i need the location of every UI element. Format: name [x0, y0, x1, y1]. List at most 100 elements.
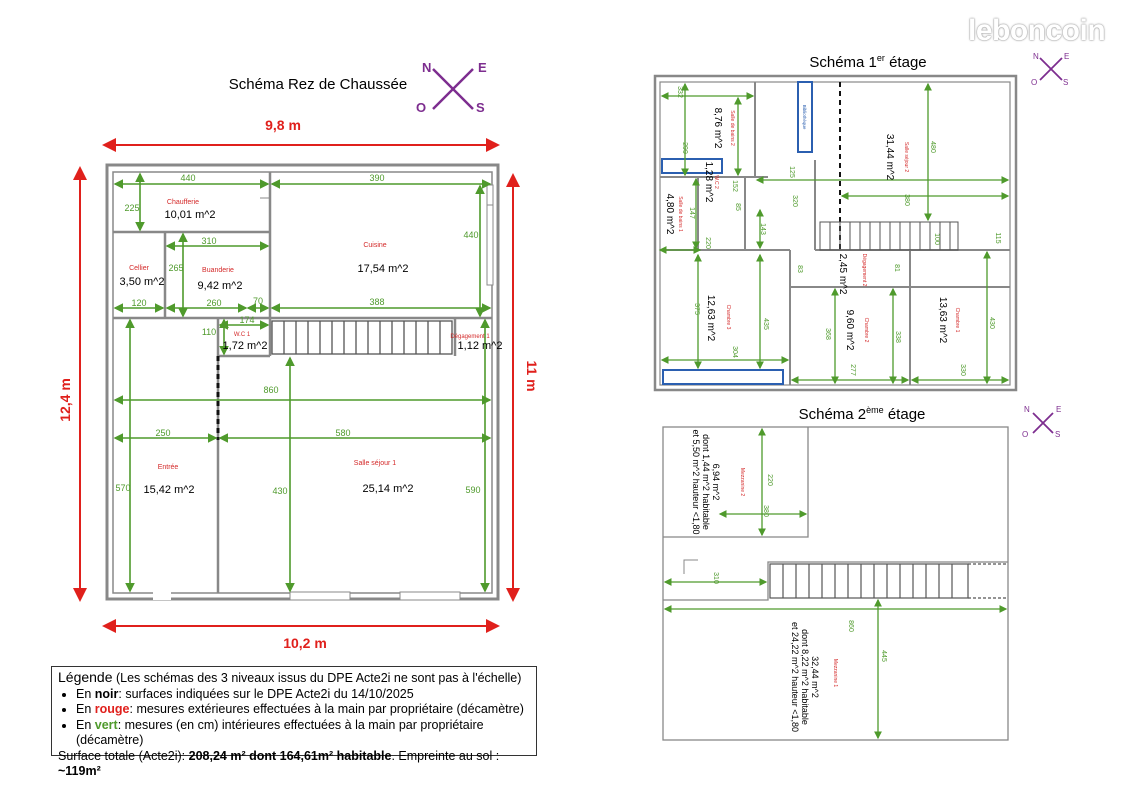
ground-exterior-dims: 9,8 m 10,2 m 12,4 m 11 m: [57, 117, 540, 651]
sdim-3: 860: [847, 620, 854, 632]
ground-staircase: [271, 320, 453, 355]
gdim-1: 390: [369, 173, 384, 183]
legend-item-green: En vert: mesures (en cm) intérieures eff…: [76, 718, 530, 749]
legend-title: Légende: [58, 669, 113, 685]
svg-text:E: E: [1056, 405, 1061, 414]
room-buanderie: Buanderie: [202, 267, 234, 274]
gdim-13: 250: [155, 428, 170, 438]
svg-text:E: E: [1064, 52, 1069, 61]
room-mezzanine1: Mezzanine 1: [832, 659, 838, 688]
first-staircase: [819, 221, 959, 251]
legend-item-black: En noir: surfaces indiquées sur le DPE A…: [76, 687, 530, 703]
svg-text:11 m: 11 m: [524, 360, 540, 391]
gdim-0: 440: [180, 173, 195, 183]
fdim-18: 368: [824, 328, 831, 340]
room-sejour2: Salle séjour 2: [903, 142, 909, 173]
gdim-10: 174: [239, 315, 254, 325]
area-chaufferie: 10,01 m^2: [164, 209, 215, 221]
ground-title: Schéma Rez de Chaussée: [229, 76, 407, 93]
svg-text:12,4 m: 12,4 m: [57, 378, 73, 422]
legend-list: En noir: surfaces indiquées sur le DPE A…: [58, 687, 530, 749]
room-degagement2: Dégagement 2: [861, 254, 867, 287]
area-sejour1: 25,14 m^2: [362, 483, 413, 495]
ground-interior-dims: [113, 172, 492, 593]
area-chambre1: 13,63 m^2: [937, 297, 948, 344]
leboncoin-logo: leboncoin: [968, 14, 1106, 47]
legend-subtitle: (Les schémas des 3 niveaux issus du DPE …: [112, 671, 522, 685]
svg-text:O: O: [1031, 78, 1037, 87]
sdim-0: 220: [766, 474, 773, 486]
gdim-3: 440: [463, 230, 478, 240]
mezz1-line0: 32,44 m^2: [810, 656, 820, 698]
gdim-6: 120: [131, 298, 146, 308]
gdim-16: 430: [272, 486, 287, 496]
svg-text:O: O: [416, 100, 426, 115]
room-sdb1: Salle de bains 1: [677, 196, 683, 232]
fdim-2: 152: [731, 180, 738, 192]
fdim-10: 115: [994, 232, 1001, 243]
second-walls: [662, 426, 1009, 741]
room-cellier: Cellier: [129, 265, 150, 272]
fdim-21: 430: [988, 317, 995, 329]
second-interior-dims: [663, 427, 1008, 740]
gdim-2: 225: [124, 203, 139, 213]
first-compass: N E O S: [1031, 52, 1069, 87]
legend-total: Surface totale (Acte2i): 208,24 m² dont …: [58, 748, 500, 779]
fdim-19: 338: [894, 331, 901, 343]
gdim-4: 310: [201, 236, 216, 246]
fdim-6: 320: [791, 195, 798, 207]
fdim-11: 143: [759, 223, 766, 235]
mezz2-line2: et 5,50 m^2 hauteur <1,80: [691, 429, 701, 534]
svg-text:S: S: [476, 100, 485, 115]
svg-text:N: N: [1033, 52, 1039, 61]
room-sdb2: Salle de bains 2: [729, 110, 735, 146]
svg-text:E: E: [478, 60, 487, 75]
area-wc2: 1,28 m^2: [703, 162, 714, 203]
mezz1-line2: et 24,22 m^2 hauteur <1,80: [790, 622, 800, 732]
mezz2-line0: 6,94 m^2: [711, 464, 721, 501]
room-chambre1: Chambre 1: [954, 308, 960, 333]
room-chaufferie: Chaufferie: [167, 199, 199, 206]
fdim-4: 147: [688, 207, 695, 219]
gdim-9: 388: [369, 297, 384, 307]
area-buanderie: 9,42 m^2: [198, 280, 243, 292]
legend-box: Légende (Les schémas des 3 niveaux issus…: [51, 666, 537, 778]
ground-walls: [105, 163, 500, 601]
svg-text:O: O: [1022, 430, 1028, 439]
ground-compass: N E O S: [416, 60, 487, 115]
first-title: Schéma 1er étage: [809, 53, 926, 71]
sdim-4: 445: [880, 650, 887, 662]
fdim-20: 277: [849, 364, 856, 376]
mezz1-line1: dont 8,22 m^2 habitable: [800, 629, 810, 725]
room-mezzanine2: Mezzanine 2: [739, 468, 745, 497]
area-cuisine: 17,54 m^2: [357, 263, 408, 275]
fdim-1: 299: [681, 142, 688, 154]
svg-text:N: N: [422, 60, 431, 75]
sdim-1: 380: [762, 505, 769, 517]
second-title: Schéma 2ème étage: [799, 405, 926, 423]
fdim-0: 332: [676, 86, 683, 98]
room-wc2: W.C 2: [713, 175, 719, 189]
gdim-17: 590: [465, 485, 480, 495]
area-sejour2: 31,44 m^2: [884, 134, 895, 181]
svg-text:N: N: [1024, 405, 1030, 414]
gdim-7: 260: [206, 298, 221, 308]
room-entree: Entrée: [158, 464, 179, 471]
fdim-16: 435: [762, 318, 769, 330]
area-degagement2: 2,45 m^2: [837, 254, 848, 295]
gdim-14: 580: [335, 428, 350, 438]
gdim-5: 265: [168, 263, 183, 273]
area-cellier: 3,50 m^2: [120, 276, 165, 288]
svg-text:S: S: [1055, 430, 1060, 439]
first-furniture: [661, 81, 813, 385]
second-compass: N E O S: [1022, 405, 1061, 439]
svg-text:10,2 m: 10,2 m: [283, 635, 327, 651]
room-cuisine: Cuisine: [363, 242, 386, 249]
area-chambre3: 12,63 m^2: [705, 295, 716, 342]
fdim-13: 83: [796, 265, 803, 273]
fdim-22: 330: [959, 364, 966, 376]
room-chambre2: Chambre 2: [863, 318, 869, 343]
svg-text:9,8 m: 9,8 m: [265, 117, 301, 133]
room-chambre3: Chambre 3: [725, 305, 731, 330]
